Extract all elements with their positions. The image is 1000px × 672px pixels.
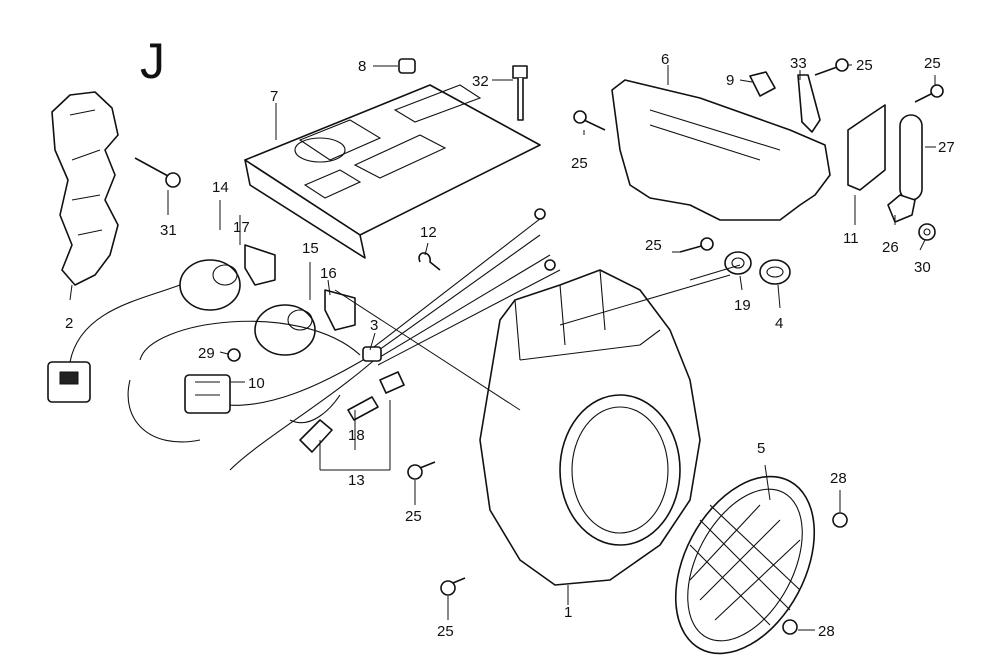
fan-screen	[674, 475, 816, 655]
callout-14: 14	[212, 179, 229, 196]
right-cover	[611, 79, 831, 221]
callout-25-top: 25	[856, 57, 873, 74]
callout-25-cover: 25	[571, 155, 588, 172]
clamp-26	[887, 194, 916, 223]
bracket-11	[847, 104, 886, 191]
callout-10: 10	[248, 375, 265, 392]
callout-18: 18	[348, 427, 365, 444]
callout-17: 17	[233, 219, 250, 236]
callouts: 2 31 14 17 15 16 3 12 8 32 7 6 9 33 25 2…	[65, 51, 955, 640]
callout-3: 3	[370, 317, 378, 334]
bolt-25-top	[814, 58, 849, 76]
wire-harness	[69, 208, 561, 471]
callout-2: 2	[65, 315, 73, 332]
callout-26: 26	[882, 239, 899, 256]
clip-9	[749, 71, 776, 97]
bolt-25-bottom	[440, 577, 466, 596]
callout-16: 16	[320, 265, 337, 282]
callout-12: 12	[420, 224, 437, 241]
callout-31: 31	[160, 222, 177, 239]
callout-28-upper: 28	[830, 470, 847, 487]
ignition-coil-14	[179, 259, 241, 311]
tube-27	[899, 114, 923, 201]
callout-5: 5	[757, 440, 765, 457]
bolt-28-upper	[832, 512, 848, 528]
coil-15	[254, 304, 316, 356]
leader-lines	[69, 64, 936, 631]
callout-25-bottom: 25	[437, 623, 454, 640]
callout-7: 7	[270, 88, 278, 105]
top-cover-plate	[244, 84, 541, 259]
callout-25-middle: 25	[645, 237, 662, 254]
bolt-28-lower	[782, 619, 798, 635]
side-shroud-part	[51, 91, 119, 286]
fan-housing	[479, 269, 701, 586]
callout-1: 1	[564, 604, 572, 621]
callout-30: 30	[914, 259, 931, 276]
bolt-25-lower-left	[407, 461, 436, 480]
callout-4: 4	[775, 315, 783, 332]
seal-4	[759, 259, 791, 285]
callout-25-lower-left: 25	[405, 508, 422, 525]
grommet-19	[724, 251, 752, 275]
callout-19: 19	[734, 297, 751, 314]
bolt-25-middle	[679, 237, 714, 253]
bracket-33	[797, 74, 821, 133]
callout-8: 8	[358, 58, 366, 75]
module-10	[184, 374, 231, 414]
bolt-31	[134, 157, 181, 188]
callout-9: 9	[726, 72, 734, 89]
tie-3	[362, 346, 382, 362]
callout-15: 15	[302, 240, 319, 257]
bracket-17	[244, 244, 276, 286]
callout-6: 6	[661, 51, 669, 68]
sheet-letter: J	[140, 33, 165, 89]
clip-12	[418, 252, 441, 271]
connector-plug	[47, 361, 91, 403]
callout-25-right: 25	[924, 55, 941, 72]
bolt-25-right	[914, 84, 944, 103]
callout-27: 27	[938, 139, 955, 156]
callout-32: 32	[472, 73, 489, 90]
callout-13: 13	[348, 472, 365, 489]
callout-28-lower: 28	[818, 623, 835, 640]
bracket-16	[324, 289, 356, 331]
callout-33: 33	[790, 55, 807, 72]
bolt-32	[512, 65, 528, 121]
callout-11: 11	[843, 230, 859, 247]
guide-lines	[334, 264, 741, 411]
grommet-8	[398, 58, 416, 74]
screw-29	[227, 348, 241, 362]
nut-30	[918, 223, 936, 241]
callout-29: 29	[198, 345, 215, 362]
bolt-25-cover	[573, 110, 606, 131]
